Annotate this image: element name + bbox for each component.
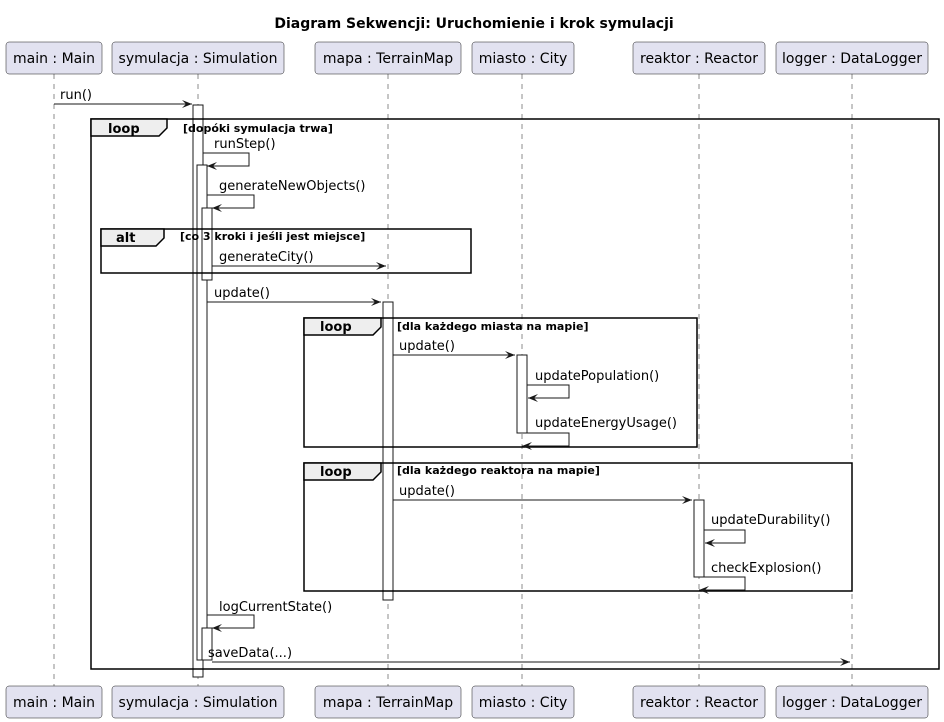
activation-symulacja-generate xyxy=(201,207,213,281)
participant-mapa-bottom[interactable]: mapa : TerrainMap xyxy=(314,685,462,719)
participant-main-top[interactable]: main : Main xyxy=(5,41,103,75)
message-label: generateNewObjects() xyxy=(219,179,366,194)
participant-label: main : Main xyxy=(13,51,95,67)
participant-label: mapa : TerrainMap xyxy=(323,51,453,67)
message-label: run() xyxy=(60,88,92,103)
participant-label: logger : DataLogger xyxy=(782,695,922,711)
message-generatecity[interactable]: generateCity() xyxy=(212,250,386,270)
participant-reaktor-bottom[interactable]: reaktor : Reactor xyxy=(632,685,766,719)
message-label: runStep() xyxy=(214,137,276,152)
message-logcurrentstate[interactable]: logCurrentState() xyxy=(207,600,332,632)
message-label: update() xyxy=(399,484,455,499)
message-label: checkExplosion() xyxy=(711,561,822,576)
participant-label: miasto : City xyxy=(479,695,568,711)
frame-type-label: alt xyxy=(116,231,135,246)
frame-condition-label: [co 3 kroki i jeśli jest miejsce] xyxy=(180,230,365,243)
participant-label: symulacja : Simulation xyxy=(119,695,278,711)
participant-logger-top[interactable]: logger : DataLogger xyxy=(775,41,929,75)
participant-miasto-top[interactable]: miasto : City xyxy=(471,41,575,75)
activation-mapa-update xyxy=(382,301,394,601)
frame-loop-reactors: loop [dla każdego reaktora na mapie] xyxy=(303,462,853,592)
message-update-map[interactable]: update() xyxy=(207,286,381,306)
message-label: update() xyxy=(399,339,455,354)
participant-miasto-bottom[interactable]: miasto : City xyxy=(471,685,575,719)
lifelines xyxy=(53,74,853,686)
message-checkexplosion[interactable]: checkExplosion() xyxy=(699,561,822,594)
participant-label: logger : DataLogger xyxy=(782,51,922,67)
participant-label: mapa : TerrainMap xyxy=(323,695,453,711)
message-label: generateCity() xyxy=(219,250,314,265)
participant-mapa-top[interactable]: mapa : TerrainMap xyxy=(314,41,462,75)
message-label: updateDurability() xyxy=(711,513,830,528)
participant-symulacja-top[interactable]: symulacja : Simulation xyxy=(111,41,285,75)
message-label: saveData(...) xyxy=(208,646,292,661)
message-run[interactable]: run() xyxy=(54,88,192,108)
participant-logger-bottom[interactable]: logger : DataLogger xyxy=(775,685,929,719)
frame-loop-cities: loop [dla każdego miasta na mapie] xyxy=(303,317,698,448)
message-updateenergyusage[interactable]: updateEnergyUsage() xyxy=(522,416,677,450)
message-savedata[interactable]: saveData(...) xyxy=(208,646,850,666)
message-update-reactor[interactable]: update() xyxy=(393,484,692,504)
activations xyxy=(192,104,705,678)
participant-label: miasto : City xyxy=(479,51,568,67)
participant-label: reaktor : Reactor xyxy=(640,695,758,711)
frame-type-label: loop xyxy=(320,465,352,480)
participant-symulacja-bottom[interactable]: symulacja : Simulation xyxy=(111,685,285,719)
frame-alt: alt [co 3 kroki i jeśli jest miejsce] xyxy=(100,228,472,274)
activation-reaktor-update xyxy=(693,499,705,578)
activation-miasto-update xyxy=(516,354,528,434)
frame-condition-label: [dopóki symulacja trwa] xyxy=(183,122,333,135)
participant-main-bottom[interactable]: main : Main xyxy=(5,685,103,719)
participant-label: main : Main xyxy=(13,695,95,711)
frame-type-label: loop xyxy=(320,320,352,335)
activation-symulacja-log xyxy=(201,627,213,661)
message-label: updatePopulation() xyxy=(535,369,659,384)
message-updatedurability[interactable]: updateDurability() xyxy=(704,513,830,547)
diagram-title: Diagram Sekwencji: Uruchomienie i krok s… xyxy=(274,16,673,32)
frame-condition-label: [dla każdego miasta na mapie] xyxy=(397,320,588,333)
message-label: logCurrentState() xyxy=(219,600,332,615)
frame-loop-outer: loop [dopóki symulacja trwa] xyxy=(90,118,940,670)
message-update-city[interactable]: update() xyxy=(393,339,515,359)
participant-label: symulacja : Simulation xyxy=(119,51,278,67)
participant-label: reaktor : Reactor xyxy=(640,51,758,67)
message-generatenewobjects[interactable]: generateNewObjects() xyxy=(207,179,366,212)
message-updatepopulation[interactable]: updatePopulation() xyxy=(527,369,659,402)
message-label: update() xyxy=(214,286,270,301)
frame-condition-label: [dla każdego reaktora na mapie] xyxy=(397,464,600,477)
message-runstep[interactable]: runStep() xyxy=(203,137,276,170)
message-label: updateEnergyUsage() xyxy=(535,416,677,431)
participant-reaktor-top[interactable]: reaktor : Reactor xyxy=(632,41,766,75)
frame-type-label: loop xyxy=(108,122,140,137)
